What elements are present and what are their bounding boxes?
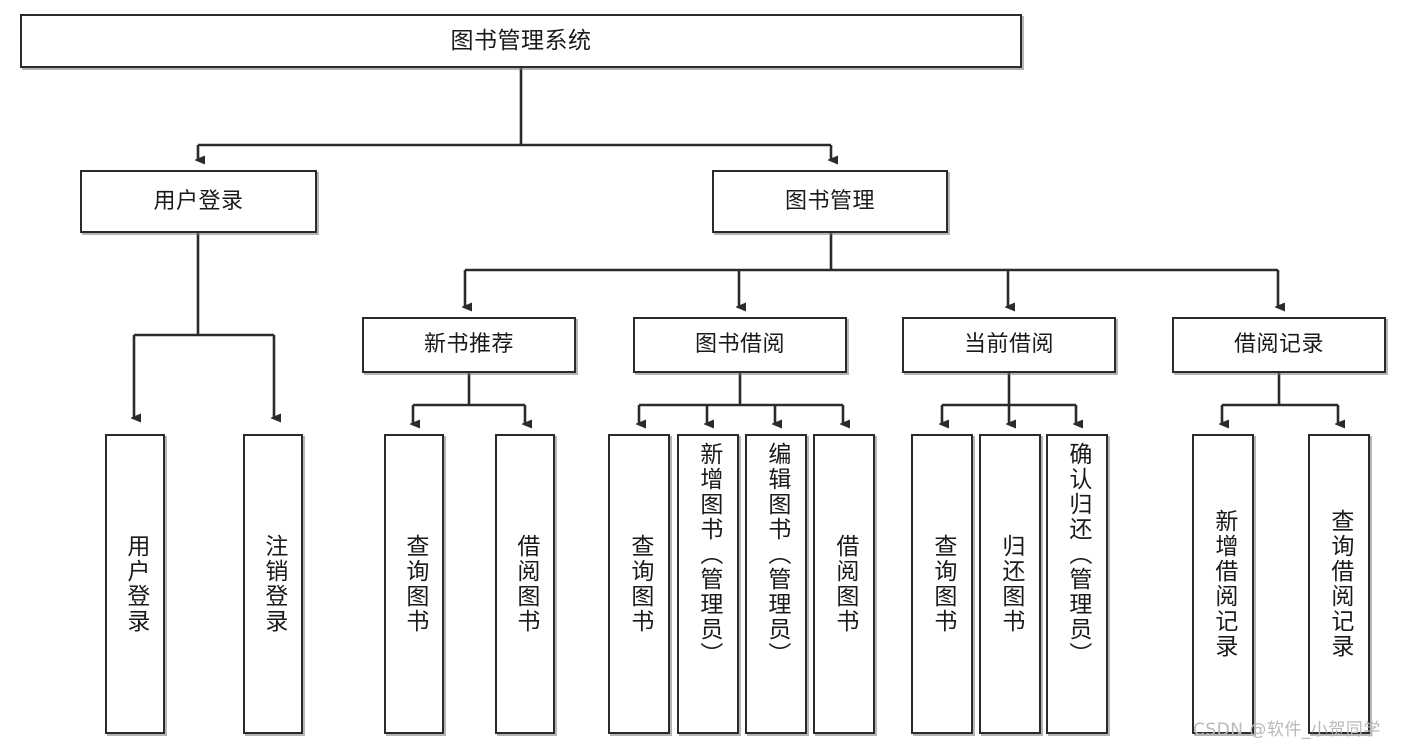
leaf-query-book-borrow[interactable]: 查询图书 (608, 434, 670, 734)
leaf-query-borrow-record[interactable]: 查询借阅记录 (1308, 434, 1370, 734)
node-current-borrow[interactable]: 当前借阅 (902, 317, 1116, 373)
node-label: 查询借阅记录 (1326, 509, 1353, 659)
node-label: 归还图书 (997, 534, 1024, 634)
node-label: 借阅图书 (512, 534, 539, 634)
leaf-add-book[interactable]: 新增图书（管理员） (677, 434, 739, 734)
node-label: 图书管理 (784, 188, 875, 214)
node-label: 确认归还（管理员） (1064, 442, 1091, 667)
node-borrow-record[interactable]: 借阅记录 (1172, 317, 1386, 373)
leaf-query-book-recommend[interactable]: 查询图书 (384, 434, 444, 734)
leaf-borrow-book-recommend[interactable]: 借阅图书 (495, 434, 555, 734)
node-label: 用户登录 (122, 534, 149, 634)
watermark-text: CSDN @软件_小贺同学 (1193, 720, 1381, 740)
leaf-logout-login[interactable]: 注销登录 (243, 434, 303, 734)
node-label: 查询图书 (626, 534, 653, 634)
node-label: 新增借阅记录 (1210, 509, 1237, 659)
node-label: 图书管理系统 (450, 27, 592, 54)
leaf-edit-book[interactable]: 编辑图书（管理员） (745, 434, 807, 734)
node-label: 借阅图书 (831, 534, 858, 634)
node-label: 查询图书 (401, 534, 428, 634)
leaf-confirm-return[interactable]: 确认归还（管理员） (1046, 434, 1108, 734)
node-label: 当前借阅 (963, 332, 1054, 357)
leaf-return-book[interactable]: 归还图书 (979, 434, 1041, 734)
leaf-add-borrow-record[interactable]: 新增借阅记录 (1192, 434, 1254, 734)
node-label: 借阅记录 (1233, 332, 1324, 357)
node-book-management[interactable]: 图书管理 (712, 170, 948, 233)
node-label: 新书推荐 (423, 332, 514, 357)
leaf-borrow-book-borrow[interactable]: 借阅图书 (813, 434, 875, 734)
node-root-system[interactable]: 图书管理系统 (20, 14, 1022, 68)
node-book-borrow[interactable]: 图书借阅 (633, 317, 847, 373)
node-label: 注销登录 (260, 534, 287, 634)
node-label: 查询图书 (929, 534, 956, 634)
node-new-book-recommend[interactable]: 新书推荐 (362, 317, 576, 373)
leaf-query-book-current[interactable]: 查询图书 (911, 434, 973, 734)
node-label: 编辑图书（管理员） (763, 442, 790, 667)
node-label: 用户登录 (153, 188, 244, 214)
node-label: 图书借阅 (694, 332, 785, 357)
node-label: 新增图书（管理员） (695, 442, 722, 667)
leaf-user-login[interactable]: 用户登录 (105, 434, 165, 734)
node-user-login[interactable]: 用户登录 (80, 170, 317, 233)
